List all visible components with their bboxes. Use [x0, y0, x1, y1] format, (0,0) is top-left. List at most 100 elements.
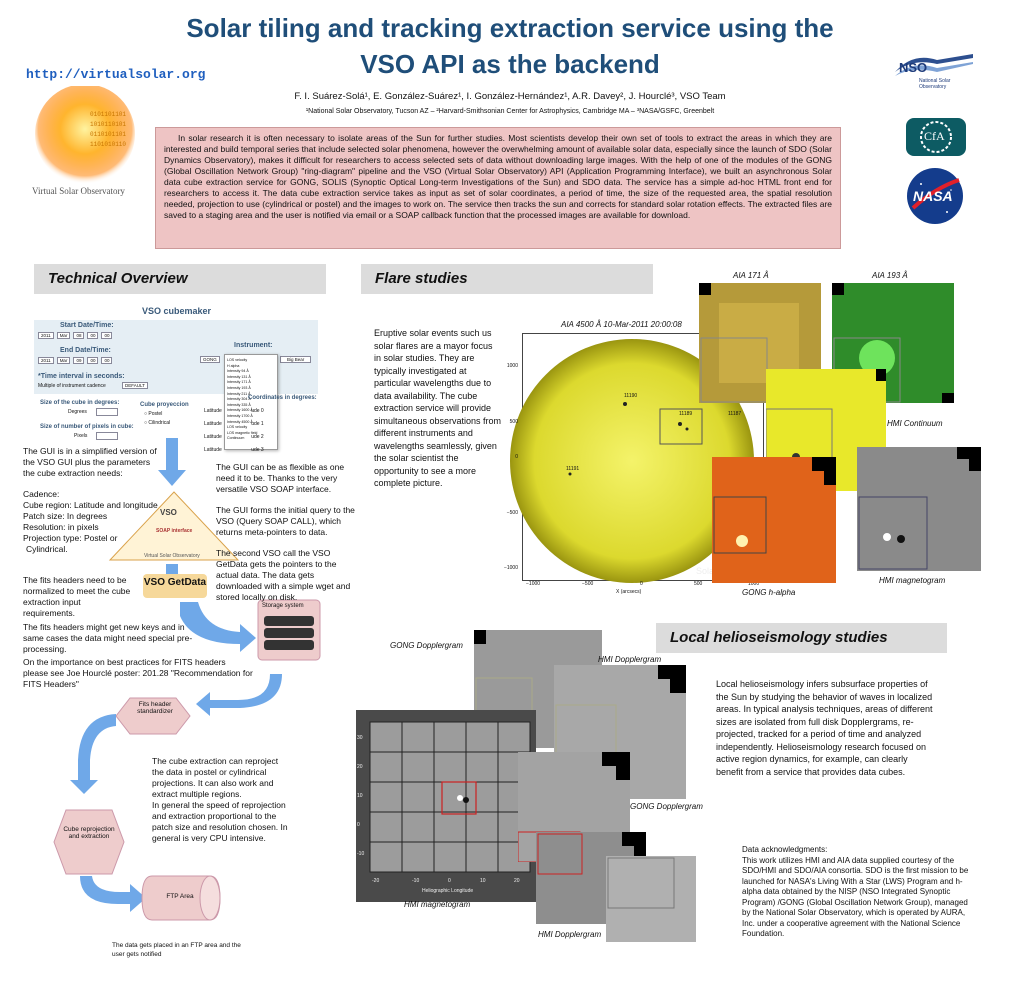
- dropdown-item[interactable]: Intensity 94 Å: [227, 369, 249, 374]
- projection-postel-radio[interactable]: ○ Postel: [144, 411, 163, 417]
- degrees-label: Degrees: [68, 409, 87, 415]
- y-tick-m500: −500: [506, 510, 518, 516]
- projection-label: Cube proyeccion: [140, 402, 189, 408]
- fits-text-2: The fits headers might get new keys and …: [23, 622, 193, 654]
- ack-title: Data acknowledgments:: [742, 845, 828, 854]
- dropdown-item[interactable]: Continuum: [227, 436, 245, 441]
- title-line-1: Solar tiling and tracking extraction ser…: [186, 13, 834, 43]
- ftp-label: FTP Area: [166, 893, 194, 900]
- ack-text: This work utilizes HMI and AIA data supp…: [742, 855, 969, 939]
- dropdown-item[interactable]: Intensity 1600 Å: [227, 408, 253, 413]
- hmi-dopplergram-caption-1: HMI Dopplergram: [598, 655, 662, 664]
- dropdown-item[interactable]: Intensity 171 Å: [227, 380, 251, 385]
- affiliations: ¹National Solar Observatory, Tucson AZ –…: [305, 108, 715, 115]
- start-month-select[interactable]: Mar: [56, 332, 71, 339]
- hmi-magnetogram-image: [857, 447, 981, 576]
- dropdown-item[interactable]: Intensity 304 Å: [227, 397, 251, 402]
- end-month-select[interactable]: Mar: [56, 357, 71, 364]
- instrument-select-2[interactable]: Big Bear: [280, 356, 312, 363]
- region-label-1: 11190: [624, 393, 638, 399]
- interval-input[interactable]: DEFAULT: [122, 382, 148, 389]
- param-resolution: Resolution: in pixels: [23, 522, 99, 532]
- map-x-20: 20: [514, 878, 520, 884]
- heliographic-map: 30 20 10 0 -10 -20 -10 0 10 20 Heliograp…: [356, 710, 536, 902]
- flare-text: Eruptive solar events such us solar flar…: [374, 328, 502, 488]
- technical-overview-header: Technical Overview: [34, 264, 326, 294]
- end-hour-select[interactable]: 00: [87, 357, 99, 364]
- map-y-30: 30: [357, 735, 363, 741]
- param-patch: Patch size: In degrees: [23, 511, 108, 521]
- dropdown-item[interactable]: Intensity 4500 Å: [227, 419, 253, 424]
- lon-label-0: ude 0: [251, 408, 264, 414]
- y-tick-m1000: −1000: [503, 565, 518, 571]
- dropdown-item[interactable]: H alpha: [227, 363, 240, 368]
- flexibility-text: The GUI can be as flexible as one need i…: [216, 462, 345, 494]
- dropdown-item[interactable]: LOS magnetic field: [227, 430, 258, 435]
- gui-description: The GUI is in a simplified version of th…: [23, 446, 157, 478]
- instrument-label: Instrument:: [234, 342, 273, 349]
- interval-label: *Time interval in seconds:: [38, 373, 125, 380]
- flare-studies-header: Flare studies: [361, 264, 653, 294]
- lon-label-3: ude 3: [251, 447, 264, 453]
- start-day-select[interactable]: 08: [73, 332, 85, 339]
- start-date-selects: 2011 Mar 08 00 00: [38, 332, 113, 339]
- start-hour-select[interactable]: 00: [87, 332, 99, 339]
- param-cadence: Cadence:: [23, 489, 60, 499]
- nasa-logo: NASA: [907, 168, 963, 224]
- dropdown-item[interactable]: LOS velocity: [227, 425, 248, 430]
- arrow-cube-to-ftp: [80, 876, 146, 912]
- end-min-select[interactable]: 00: [101, 357, 113, 364]
- authors: F. I. Suárez-Solá¹, E. González-Suárez¹,…: [294, 91, 726, 102]
- postel-label: Postel: [148, 411, 163, 417]
- interval-sub: Multiple of instrument cadence: [38, 383, 106, 389]
- x-tick-500: 500: [694, 581, 703, 587]
- lat-label-0: Latitude: [204, 408, 222, 414]
- map-y-ticks: 30 20 10 0 -10: [357, 724, 364, 869]
- lat-label-3: Latitude: [204, 447, 222, 453]
- param-projection: Projection type: Postel or: [23, 533, 118, 543]
- projection-cilindrical-radio[interactable]: ○ Cilindrical: [144, 420, 171, 426]
- helioseismology-text: Local helioseismology infers subsurface …: [716, 679, 933, 777]
- nasa-logo-text: NASA: [913, 188, 953, 204]
- dropdown-item[interactable]: Intensity 1700 Å: [227, 413, 253, 418]
- aia4500-x-ticks: −1000 −500 0 500 1000: [522, 581, 762, 591]
- vso-triangle: [108, 491, 240, 561]
- map-y-m10: -10: [357, 851, 365, 857]
- degrees-input[interactable]: [96, 408, 118, 416]
- pixels-input[interactable]: [96, 432, 118, 440]
- gong-dopplergram-caption-2: GONG Dopplergram: [630, 802, 703, 811]
- coords-label: Coordinates in degrees:: [248, 395, 317, 401]
- end-day-select[interactable]: 09: [73, 357, 85, 364]
- instrument-select[interactable]: GONG: [200, 356, 220, 363]
- ftp-text: The data gets placed in an FTP area and …: [112, 942, 241, 958]
- region-label-2: 11189: [679, 411, 693, 417]
- dropdown-item[interactable]: Intensity 335 Å: [227, 402, 251, 407]
- aia171-caption: AIA 171 Å: [733, 271, 769, 280]
- dropdown-item[interactable]: Intensity 211 Å: [227, 391, 251, 396]
- vso-url-link[interactable]: http://virtualsolar.org: [26, 67, 206, 82]
- abstract: In solar research it is often necessary …: [155, 127, 841, 249]
- reprojection-text: The cube extraction can reproject the da…: [152, 756, 288, 843]
- cfa-logo: CfA: [906, 118, 966, 156]
- cube-hexagon: [53, 809, 125, 875]
- start-year-select[interactable]: 2011: [38, 332, 54, 339]
- dropdown-item[interactable]: LOS velocity: [227, 358, 248, 362]
- poster-title: Solar tiling and tracking extraction ser…: [160, 10, 860, 82]
- end-year-select[interactable]: 2011: [38, 357, 54, 364]
- dropdown-item[interactable]: Intensity 131 Å: [227, 374, 251, 379]
- map-x-10: 10: [480, 878, 486, 884]
- dropdown-item[interactable]: Intensity 193 Å: [227, 385, 251, 390]
- storage-disks-icon: [262, 614, 318, 659]
- x-tick-1000: 1000: [748, 581, 760, 587]
- svg-text:0110101101: 0110101101: [90, 131, 126, 138]
- map-y-0: 0: [357, 822, 360, 828]
- gui-title: VSO cubemaker: [142, 306, 212, 316]
- hmi-continuum-caption: HMI Continuum: [887, 419, 943, 428]
- param-region: Cube region: Latitude and longitude: [23, 500, 158, 510]
- fits-text-1: The fits headers need to be normalized t…: [23, 575, 131, 618]
- map-x-m10: -10: [412, 878, 420, 884]
- start-min-select[interactable]: 00: [101, 332, 113, 339]
- arrow-storage-to-fits: [196, 674, 282, 716]
- end-date-selects: 2011 Mar 09 00 00: [38, 357, 113, 364]
